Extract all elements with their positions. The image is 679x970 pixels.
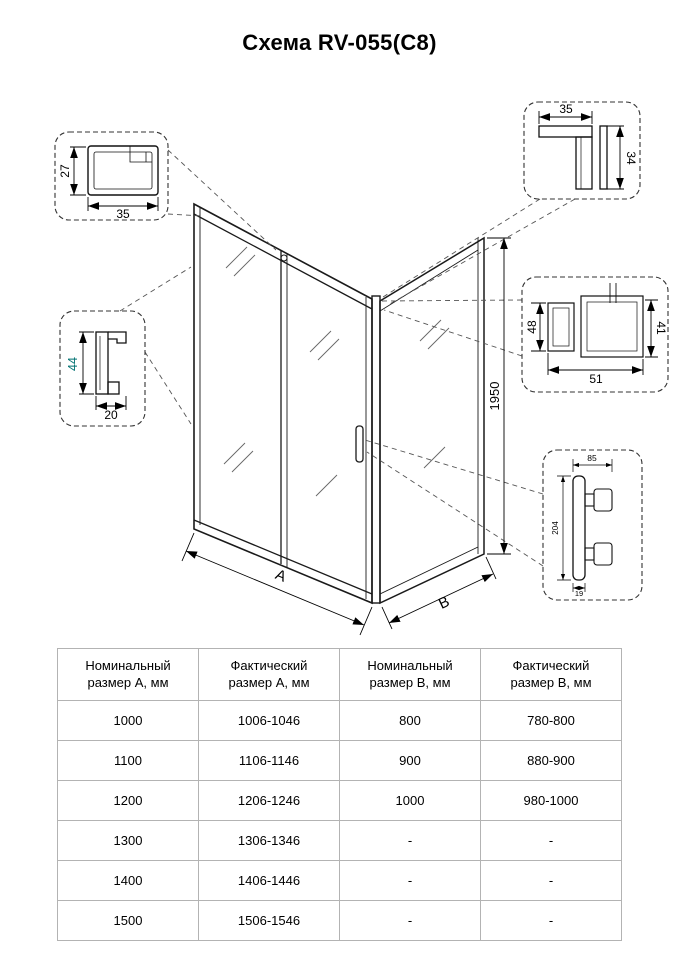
- handle-drawing: [572, 475, 613, 581]
- callout-wall-clip: [59, 310, 146, 427]
- dim-corner-top-height: 34: [624, 151, 638, 165]
- dim-corner-top-width: 35: [559, 102, 573, 116]
- cell-nominal-a: 1500: [57, 900, 199, 941]
- cell-actual-a: 1306-1346: [198, 820, 340, 861]
- callout-frames: [54, 101, 669, 601]
- technical-drawing: 27 35 44 20 35 34 48 41 51 85 204 19 195…: [54, 101, 669, 636]
- wall-clip-profile-drawing: [95, 331, 127, 395]
- cell-nominal-b: -: [339, 820, 481, 861]
- dim-top-rail-width: 35: [116, 207, 130, 221]
- corner-top-profile-drawing: [538, 125, 608, 190]
- dim-corner-section-bottom: 51: [589, 372, 603, 386]
- dim-wall-clip-width: 20: [104, 408, 118, 422]
- table-row: 1200 1206-1246 1000 980-1000: [57, 780, 622, 821]
- dim-corner-section-left: 48: [525, 320, 539, 334]
- table-row: 1100 1106-1146 900 880-900: [57, 740, 622, 781]
- dim-handle-length: 204: [551, 521, 560, 535]
- page-title: Схема RV-055(C8): [242, 30, 437, 55]
- callout-leader-lines: [119, 149, 576, 567]
- col-header-nominal-b: Номинальный размер В, мм: [339, 648, 481, 701]
- cell-nominal-a: 1300: [57, 820, 199, 861]
- door-handle: [355, 425, 364, 463]
- profile-sections: [87, 125, 644, 581]
- cell-actual-b: -: [480, 820, 622, 861]
- cell-nominal-b: -: [339, 900, 481, 941]
- dim-handle-width: 85: [587, 453, 597, 463]
- table-header-row: Номинальный размер А, мм Фактический раз…: [57, 648, 622, 701]
- dim-height-1950: 1950: [487, 382, 502, 411]
- dim-width-a: A: [273, 566, 289, 586]
- cell-actual-b: 980-1000: [480, 780, 622, 821]
- cell-nominal-a: 1400: [57, 860, 199, 901]
- cell-actual-a: 1506-1546: [198, 900, 340, 941]
- cell-nominal-a: 1100: [57, 740, 199, 781]
- glass-reflection-marks: [223, 246, 450, 497]
- dim-wall-clip-height: 44: [66, 357, 80, 371]
- table-row: 1300 1306-1346 - -: [57, 820, 622, 861]
- cell-actual-b: -: [480, 860, 622, 901]
- dim-corner-section-right: 41: [654, 321, 668, 335]
- dim-top-rail-height: 27: [58, 164, 72, 178]
- cell-actual-a: 1006-1046: [198, 700, 340, 741]
- callout-top-rail: [54, 131, 169, 221]
- cell-nominal-b: 1000: [339, 780, 481, 821]
- cell-actual-b: -: [480, 900, 622, 941]
- dim-handle-offset: 19: [575, 589, 583, 598]
- table-row: 1400 1406-1446 - -: [57, 860, 622, 901]
- cell-nominal-b: 900: [339, 740, 481, 781]
- front-sliding-door-panel: [193, 202, 373, 605]
- corner-section-profile-drawing: [547, 283, 644, 358]
- col-header-actual-a: Фактический размер А, мм: [198, 648, 340, 701]
- cell-nominal-b: -: [339, 860, 481, 901]
- top-rail-profile-drawing: [87, 145, 159, 196]
- cell-nominal-b: 800: [339, 700, 481, 741]
- col-header-actual-b: Фактический размер В, мм: [480, 648, 622, 701]
- cell-actual-b: 880-900: [480, 740, 622, 781]
- roller-icon: [280, 254, 288, 262]
- table-row: 1500 1506-1546 - -: [57, 900, 622, 941]
- callout-handle: [542, 449, 643, 601]
- cell-nominal-a: 1000: [57, 700, 199, 741]
- cell-actual-a: 1106-1146: [198, 740, 340, 781]
- table-row: 1000 1006-1046 800 780-800: [57, 700, 622, 741]
- cell-actual-b: 780-800: [480, 700, 622, 741]
- dimension-lines: [70, 111, 658, 636]
- cell-nominal-a: 1200: [57, 780, 199, 821]
- size-table: Номинальный размер А, мм Фактический раз…: [57, 648, 622, 941]
- dim-depth-b: B: [436, 593, 452, 613]
- cell-actual-a: 1406-1446: [198, 860, 340, 901]
- side-fixed-panel: [371, 236, 485, 605]
- callout-corner-section: [521, 276, 669, 393]
- cell-actual-a: 1206-1246: [198, 780, 340, 821]
- callout-corner-top: [523, 101, 641, 200]
- col-header-nominal-a: Номинальный размер А, мм: [57, 648, 199, 701]
